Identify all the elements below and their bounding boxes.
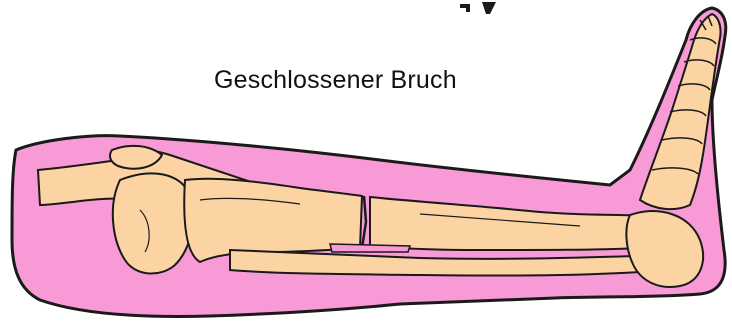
top-fragment-mark <box>460 2 496 14</box>
fracture-gap <box>330 244 410 252</box>
caption-title: Geschlossener Bruch <box>214 66 457 95</box>
knee-joint <box>113 173 193 273</box>
